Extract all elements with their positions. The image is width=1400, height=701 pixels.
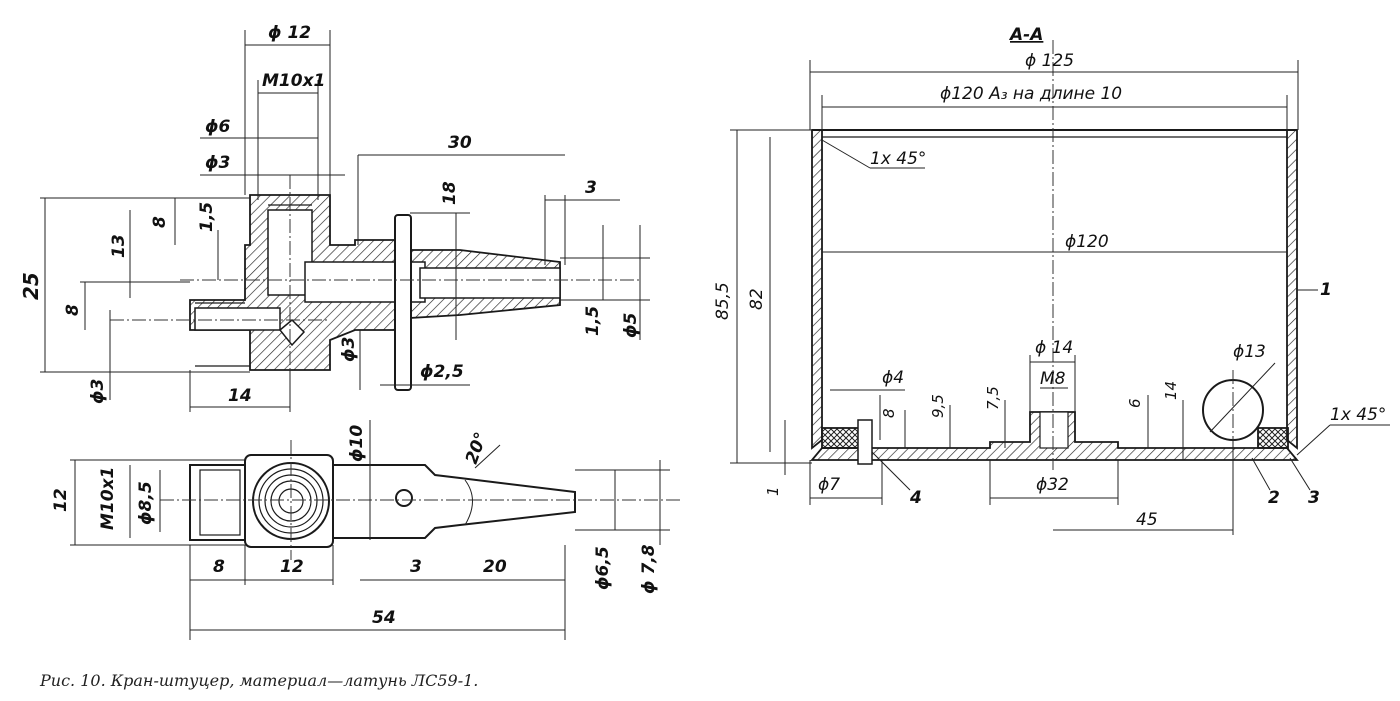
label-dim12-v: 12 — [51, 488, 71, 512]
label-dim82: 82 — [747, 288, 767, 310]
label-dim54: 54 — [372, 608, 396, 628]
section-labels: A-A ϕ 125 ϕ120 A₃ на длине 10 1x 45° ϕ12… — [713, 25, 1386, 530]
label-d13: ϕ13 — [1233, 342, 1266, 362]
label-m8: M8 — [1040, 369, 1066, 389]
label-dim14: 14 — [228, 386, 252, 406]
label-d120a3: ϕ120 A₃ на длине 10 — [940, 84, 1122, 104]
label-chamfer-bottom: 1x 45° — [1330, 405, 1386, 425]
fitting-bottom-labels: 12 M10x1 ϕ8,5 ϕ10 20° 8 12 3 20 ϕ6,5 ϕ 7… — [51, 425, 659, 628]
label-d3-top: ϕ3 — [205, 153, 230, 173]
label-d3-mid: ϕ3 — [339, 337, 359, 362]
wall-left — [811, 129, 823, 450]
label-section-aa: A-A — [1008, 25, 1043, 45]
label-dim8: 8 — [880, 408, 898, 418]
label-dim85-5: 85,5 — [713, 282, 733, 320]
label-d125: ϕ 125 — [1025, 51, 1074, 71]
label-dim20: 20 — [483, 557, 507, 577]
label-m10x1-v: M10x1 — [98, 467, 118, 530]
label-dim9-5: 9,5 — [929, 394, 947, 418]
fitting-bottom-view — [70, 420, 680, 640]
label-dim8-left: 8 — [63, 304, 83, 316]
fitting-top-view — [40, 30, 650, 412]
label-dim12-h: 12 — [280, 557, 304, 577]
label-d2-5: ϕ2,5 — [420, 362, 464, 382]
label-d7: ϕ7 — [818, 475, 840, 495]
label-d5: ϕ5 — [621, 313, 641, 338]
label-dim3: 3 — [585, 178, 597, 198]
label-dim13: 13 — [109, 234, 129, 258]
label-angle20: 20° — [462, 430, 492, 467]
label-dim1: 1 — [764, 486, 782, 496]
label-dim8-h: 8 — [213, 557, 225, 577]
label-chamfer-top: 1x 45° — [870, 149, 926, 169]
label-d8-5: ϕ8,5 — [136, 481, 156, 525]
label-part3: 3 — [1308, 488, 1320, 508]
figure-caption: Рис. 10. Кран-штуцер, материал—латунь ЛС… — [39, 671, 478, 690]
label-m10x1: M10x1 — [262, 71, 325, 91]
label-dim14-v: 14 — [1162, 381, 1180, 400]
label-part1: 1 — [1320, 280, 1332, 300]
label-dim45: 45 — [1136, 510, 1158, 530]
label-dim3-h: 3 — [410, 557, 422, 577]
seal-right — [1257, 427, 1289, 449]
label-d6-5: ϕ6,5 — [593, 546, 613, 590]
label-d4: ϕ4 — [882, 368, 904, 388]
section-view — [730, 40, 1390, 535]
seal-left — [821, 427, 863, 449]
label-dim7-5: 7,5 — [984, 386, 1002, 410]
label-dim18: 18 — [440, 181, 460, 205]
label-part2: 2 — [1268, 488, 1280, 508]
label-d6: ϕ6 — [205, 117, 231, 137]
wall-right — [1286, 129, 1298, 450]
label-dim1-5-r: 1,5 — [583, 306, 603, 336]
label-d3-bottom: ϕ3 — [88, 379, 108, 404]
label-dim30: 30 — [448, 133, 472, 153]
label-d12: ϕ 12 — [268, 23, 311, 43]
label-d120: ϕ120 — [1065, 232, 1109, 252]
label-d32: ϕ32 — [1036, 475, 1069, 495]
label-dim6: 6 — [1126, 398, 1144, 408]
label-dim8-v: 8 — [150, 216, 170, 228]
label-part4: 4 — [909, 488, 922, 508]
label-d14: ϕ 14 — [1035, 338, 1073, 358]
fitting-top-labels: ϕ 12 M10x1 ϕ6 ϕ3 30 3 18 8 1,5 13 25 8 ϕ… — [19, 23, 641, 406]
label-dim1-5-v: 1,5 — [197, 202, 217, 232]
label-d10: ϕ10 — [347, 425, 367, 462]
label-d7-8: ϕ 7,8 — [639, 544, 659, 594]
label-dim25: 25 — [19, 272, 43, 300]
